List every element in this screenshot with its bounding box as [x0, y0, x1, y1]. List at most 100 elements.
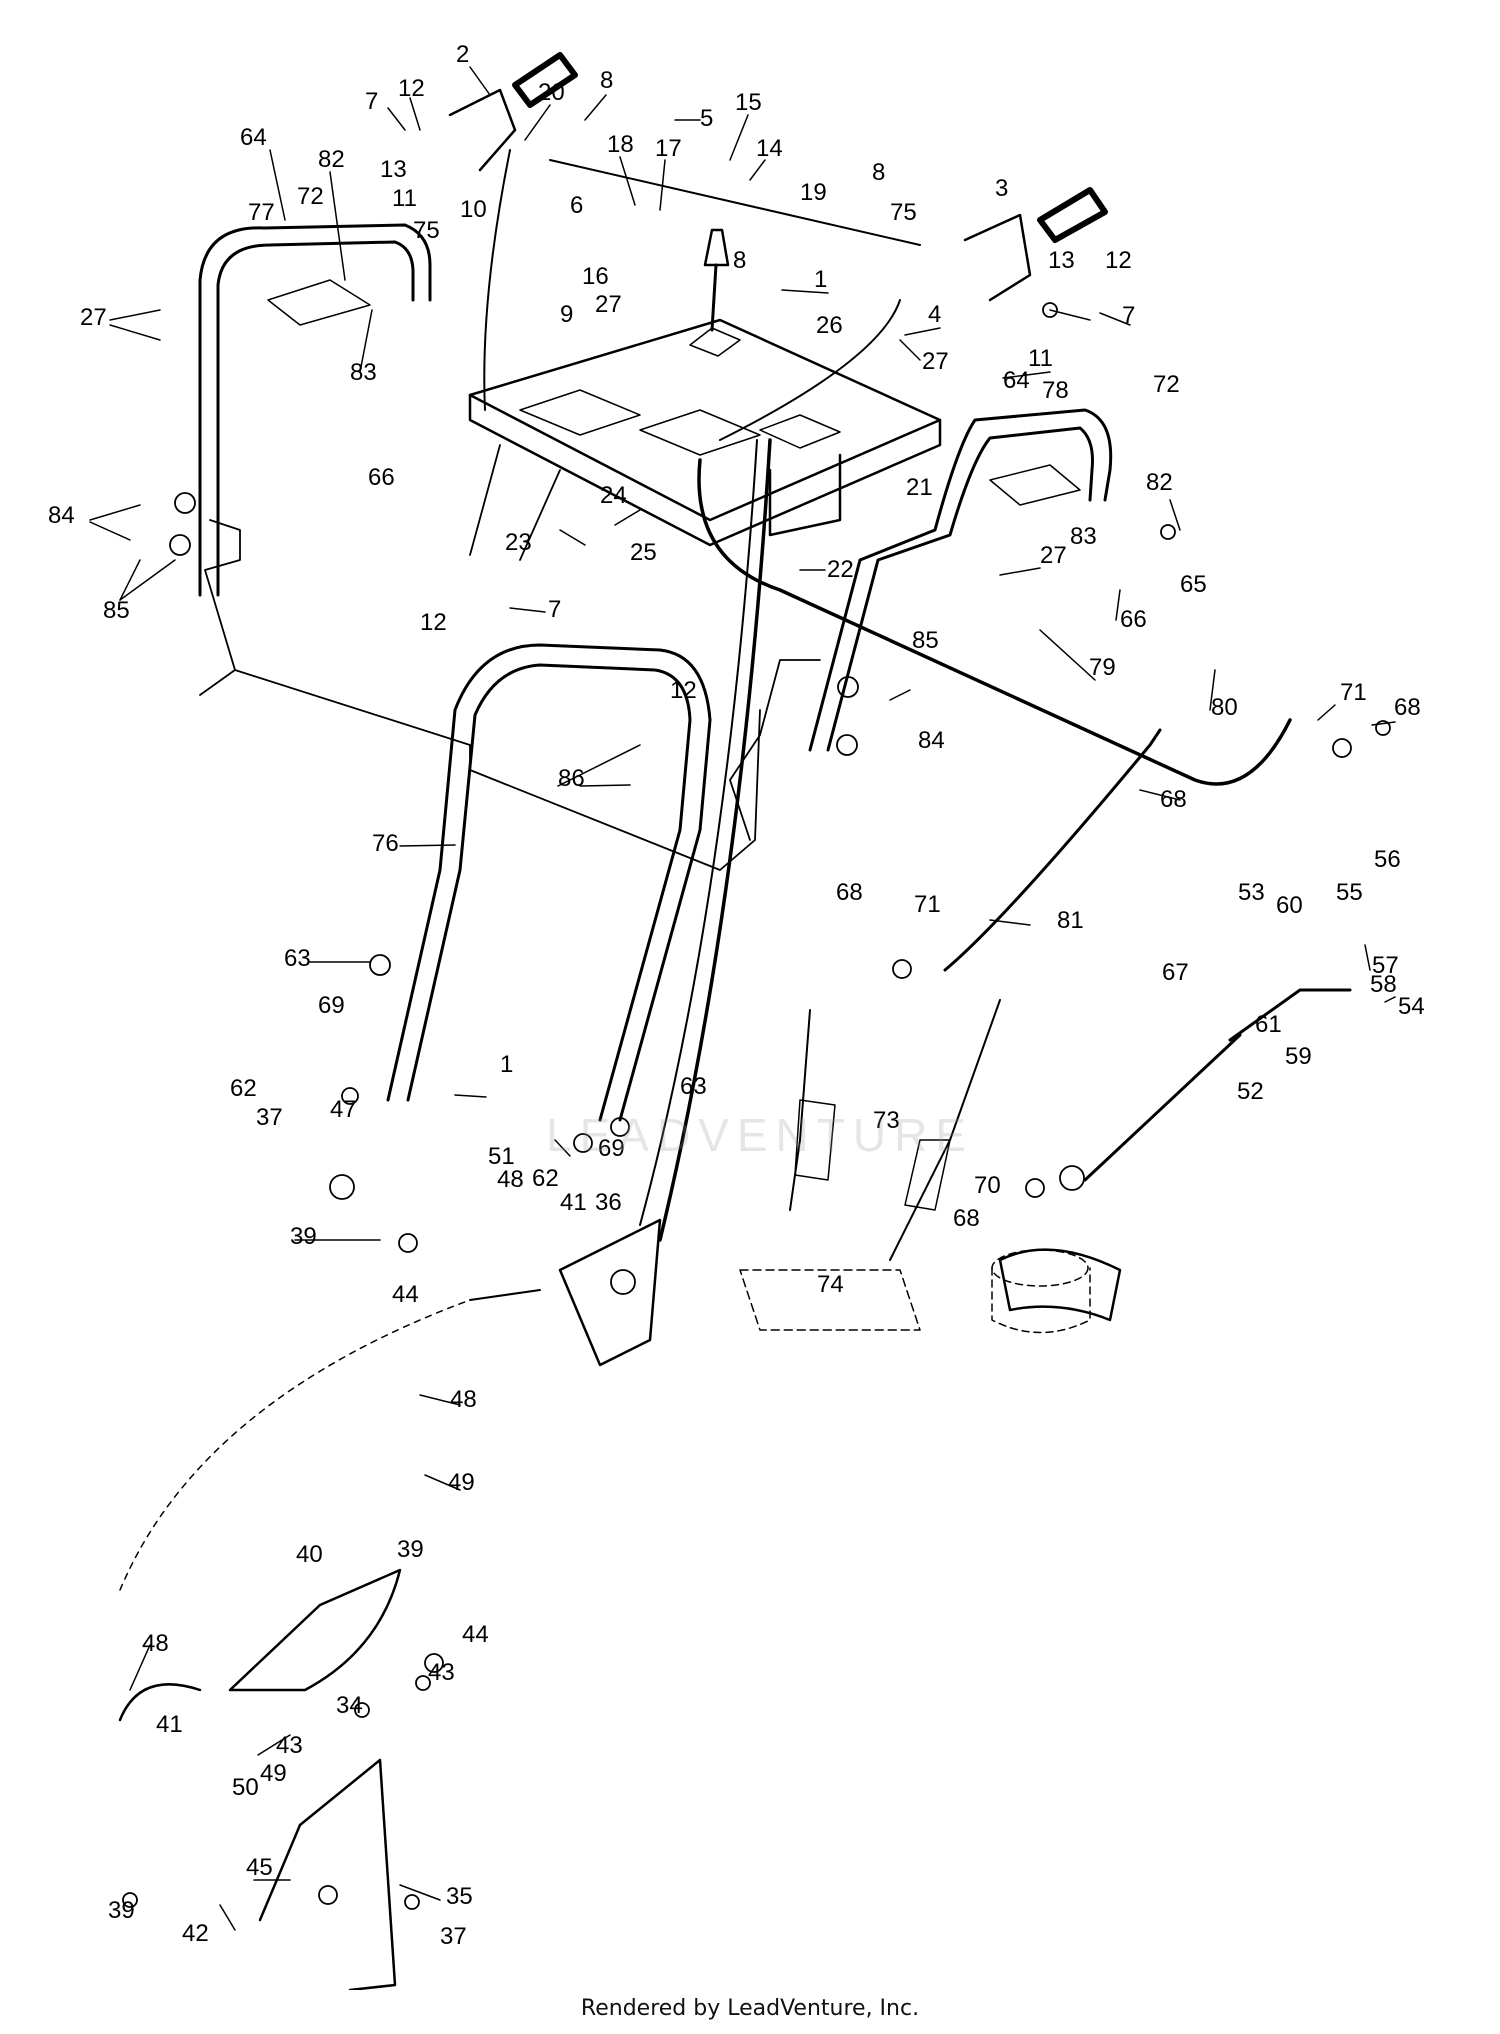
callout-label: 11	[392, 185, 417, 212]
hardware-parts	[122, 302, 1391, 1910]
callout-label: 84	[918, 727, 945, 754]
callout-label: 77	[248, 199, 275, 226]
callout-label: 25	[630, 539, 657, 566]
callout-label: 66	[1120, 606, 1147, 633]
callout-label: 63	[284, 945, 311, 972]
callout-label: 40	[296, 1541, 323, 1568]
callout-label: 37	[256, 1104, 283, 1131]
callout-label: 27	[1040, 542, 1067, 569]
callout-label: 55	[1336, 879, 1363, 906]
callout-label: 62	[230, 1075, 257, 1102]
callout-label: 7	[1122, 302, 1135, 329]
assembly-lines	[199, 444, 821, 871]
callout-label: 7	[365, 88, 378, 115]
cross-rod	[549, 159, 921, 246]
handle-grip-right	[963, 187, 1108, 302]
callout-label: 63	[680, 1073, 707, 1100]
callout-label: 13	[1048, 247, 1075, 274]
callout-label: 78	[1042, 377, 1069, 404]
callout-label: 51	[488, 1143, 515, 1170]
callout-label: 14	[756, 135, 783, 162]
callout-label: 52	[1237, 1078, 1264, 1105]
callout-label: 45	[246, 1854, 273, 1881]
callout-label: 59	[1285, 1043, 1312, 1070]
engine-outline	[991, 1249, 1091, 1334]
callout-label: 69	[318, 992, 345, 1019]
callout-label: 68	[1394, 694, 1421, 721]
callout-label: 71	[1340, 679, 1367, 706]
shift-lever	[689, 228, 741, 357]
callout-label: 17	[655, 135, 682, 162]
callout-label: 7	[548, 596, 561, 623]
control-panel	[468, 318, 942, 547]
callout-label: 49	[448, 1469, 475, 1496]
callout-label: 4	[928, 301, 941, 328]
callout-label: 76	[372, 830, 399, 857]
callout-label: 66	[368, 464, 395, 491]
callout-label: 61	[1255, 1011, 1282, 1038]
chute-assembly	[118, 1218, 662, 1990]
callout-label: 65	[1180, 571, 1207, 598]
shift-rod	[943, 728, 1162, 972]
callout-label: 39	[397, 1536, 424, 1563]
callout-label: 16	[582, 263, 609, 290]
callout-label: 53	[1238, 879, 1265, 906]
callout-label: 67	[1162, 959, 1189, 986]
callout-label: 18	[607, 131, 634, 158]
callout-label: 57	[1372, 952, 1399, 979]
leader-lines	[89, 66, 1396, 1931]
callout-label: 19	[800, 179, 827, 206]
callout-label: 50	[232, 1774, 259, 1801]
callout-label: 44	[392, 1281, 419, 1308]
callout-label: 71	[914, 891, 941, 918]
callout-labels: 2 7 12 20 8 5 15 14 18 17 13 64 82 72 77…	[48, 41, 1425, 1950]
callout-label: 80	[1211, 694, 1238, 721]
callout-label: 49	[260, 1760, 287, 1787]
callout-label: 8	[600, 67, 613, 94]
callout-label: 8	[733, 247, 746, 274]
callout-label: 26	[816, 312, 843, 339]
callout-label: 70	[974, 1172, 1001, 1199]
exploded-parts-diagram: 2 7 12 20 8 5 15 14 18 17 13 64 82 72 77…	[48, 41, 1425, 1990]
callout-label: 8	[872, 159, 885, 186]
cable-springs	[739, 999, 1001, 1331]
callout-label: 12	[670, 677, 697, 704]
callout-label: 60	[1276, 892, 1303, 919]
callout-label: 85	[103, 597, 130, 624]
callout-label: 75	[890, 199, 917, 226]
callout-label: 83	[350, 359, 377, 386]
callout-label: 20	[538, 79, 565, 106]
lower-handle	[386, 643, 712, 1122]
callout-label: 82	[1146, 469, 1173, 496]
callout-label: 42	[182, 1920, 209, 1947]
callout-label: 62	[532, 1165, 559, 1192]
watermark-text: LEADVENTURE	[546, 1109, 974, 1161]
callout-label: 41	[156, 1711, 183, 1738]
callout-label: 64	[1003, 367, 1030, 394]
callout-label: 11	[1028, 345, 1053, 372]
callout-label: 73	[873, 1107, 900, 1134]
callout-label: 1	[814, 266, 827, 293]
callout-label: 81	[1057, 907, 1084, 934]
callout-label: 5	[700, 105, 713, 132]
callout-label: 34	[336, 1692, 363, 1719]
callout-label: 12	[1105, 247, 1132, 274]
callout-label: 12	[398, 75, 425, 102]
callout-label: 48	[497, 1166, 524, 1193]
callout-label: 64	[240, 124, 267, 151]
callout-label: 1	[500, 1051, 513, 1078]
callout-label: 54	[1398, 993, 1425, 1020]
callout-label: 82	[318, 146, 345, 173]
callout-label: 72	[1153, 371, 1180, 398]
callout-label: 13	[380, 156, 407, 183]
callout-label: 3	[995, 175, 1008, 202]
callout-label: 27	[922, 348, 949, 375]
callout-label: 2	[456, 41, 469, 68]
callout-label: 6	[570, 192, 583, 219]
callout-label: 85	[912, 627, 939, 654]
callout-label: 58	[1370, 971, 1397, 998]
callout-label: 68	[836, 879, 863, 906]
callout-label: 23	[505, 529, 532, 556]
callout-label: 75	[413, 217, 440, 244]
